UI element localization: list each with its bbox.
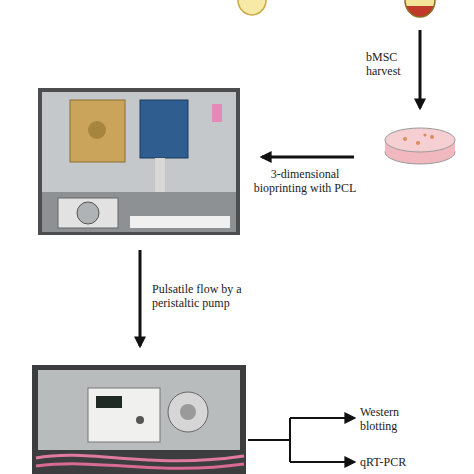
step-label: Pulsatile flow by a peristaltic pump bbox=[152, 282, 264, 310]
bioprinter-photo bbox=[38, 88, 240, 235]
sample-egg bbox=[238, 0, 266, 15]
blood-tube bbox=[404, 0, 436, 20]
flow-arrow bbox=[419, 30, 422, 108]
analysis-label: Western blotting bbox=[360, 405, 420, 433]
flow-arrow bbox=[262, 156, 354, 159]
petri-dish bbox=[385, 128, 455, 164]
pump-photo bbox=[32, 365, 246, 474]
step-label: bMSC harvest bbox=[366, 50, 414, 78]
flow-arrow bbox=[139, 250, 142, 346]
step-label: 3-dimensional bioprinting with PCL bbox=[245, 167, 365, 195]
branch-arrows bbox=[248, 418, 354, 462]
analysis-label: qRT-PCR bbox=[360, 455, 440, 469]
